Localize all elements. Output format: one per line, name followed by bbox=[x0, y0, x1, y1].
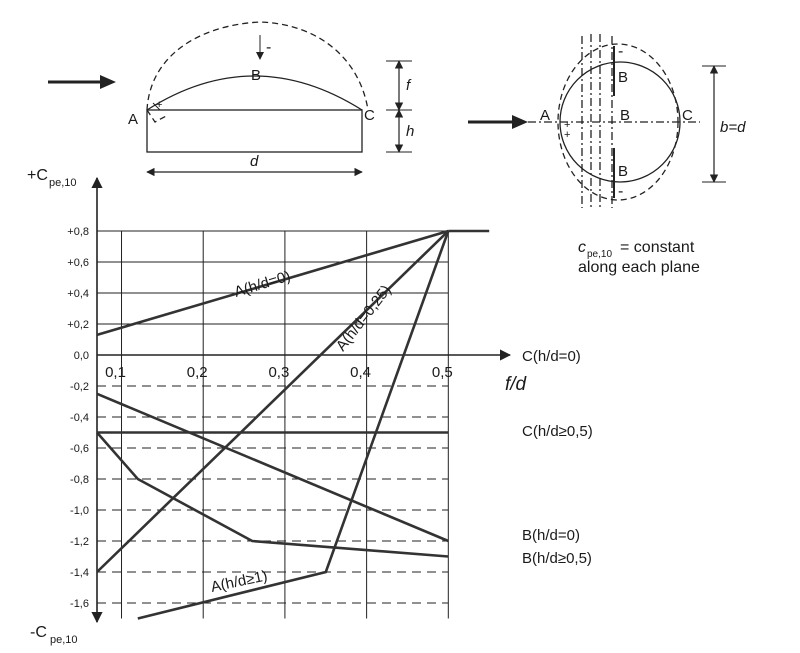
label-c-h0: C(h/d=0) bbox=[522, 348, 581, 365]
plan-label-a: A bbox=[540, 107, 550, 124]
plan-label-b: B bbox=[620, 107, 630, 124]
dome-label-h: h bbox=[406, 123, 414, 140]
y-tick-label: -0,6 bbox=[70, 443, 89, 455]
label-b-h0: B(h/d=0) bbox=[522, 527, 580, 544]
y-bottom-sub: pe,10 bbox=[50, 634, 78, 646]
note-line2: along each plane bbox=[578, 259, 700, 276]
y-tick-label: +0,6 bbox=[67, 257, 89, 269]
y-tick-label: -1,6 bbox=[70, 598, 89, 610]
note-symbol: c bbox=[578, 239, 586, 256]
y-tick-label: -1,0 bbox=[70, 505, 89, 517]
note-sub: pe,10 bbox=[587, 249, 612, 260]
constant-note: c pe,10 = constant along each plane bbox=[578, 239, 700, 276]
x-tick-label: 0,4 bbox=[350, 364, 371, 381]
y-axis-bottom-label: -C pe,10 bbox=[30, 624, 78, 646]
dome-arc bbox=[146, 75, 363, 111]
dome-label-b: B bbox=[251, 67, 261, 84]
y-tick-label: 0,0 bbox=[74, 350, 89, 362]
x-tick-label: 0,5 bbox=[432, 364, 453, 381]
label-c-h05: C(h/d≥0,5) bbox=[522, 423, 593, 440]
plan-plus-2: + bbox=[564, 129, 570, 141]
tick-labels: +0,8 +0,6 +0,4 +0,2 0,0 -0,2 -0,4 -0,6 -0,8 -1,0 -… bbox=[67, 226, 452, 610]
label-a-h0: A(h/d=0) bbox=[232, 268, 292, 301]
series-line-5 bbox=[96, 392, 449, 543]
dome-label-d: d bbox=[250, 153, 259, 170]
grid bbox=[97, 230, 449, 619]
plan-pressure-ellipse bbox=[557, 43, 679, 201]
y-tick-label: +0,4 bbox=[67, 288, 89, 300]
y-tick-label: +0,2 bbox=[67, 319, 89, 331]
x-axis-label: f/d bbox=[505, 374, 528, 395]
y-top-sub: pe,10 bbox=[49, 177, 77, 189]
note-line1: = constant bbox=[620, 239, 695, 256]
plan-label-b-bottom: B bbox=[618, 163, 628, 180]
y-top-symbol: +C bbox=[27, 167, 48, 184]
dome-minus: - bbox=[266, 39, 271, 56]
dome-label-a: A bbox=[128, 111, 138, 128]
dome-base-rect bbox=[146, 109, 363, 153]
y-tick-label: -0,8 bbox=[70, 474, 89, 486]
dome-pressure-curve bbox=[146, 21, 369, 111]
series-line-2 bbox=[137, 230, 450, 620]
plan-minus-top: - bbox=[618, 43, 623, 60]
y-axis-top-label: +C pe,10 bbox=[27, 167, 77, 189]
y-tick-label: -0,2 bbox=[70, 381, 89, 393]
series-line-0 bbox=[96, 229, 449, 337]
series-line-1 bbox=[96, 230, 450, 573]
y-tick-label: -0,4 bbox=[70, 412, 89, 424]
dome-elevation: - + B A C d f h bbox=[48, 21, 414, 177]
plan-label-b-top: B bbox=[618, 69, 628, 86]
plan-minus-bottom: - bbox=[618, 183, 623, 200]
plan-plus-1: + bbox=[564, 119, 570, 131]
y-tick-label: -1,4 bbox=[70, 567, 89, 579]
x-tick-label: 0,1 bbox=[105, 364, 126, 381]
y-tick-label: +0,8 bbox=[67, 226, 89, 238]
dome-label-f: f bbox=[406, 77, 412, 94]
y-bottom-symbol: -C bbox=[30, 624, 47, 641]
series-lines bbox=[96, 229, 490, 620]
dome-plus: + bbox=[156, 99, 162, 111]
plan-circle bbox=[559, 61, 681, 183]
x-tick-label: 0,2 bbox=[187, 364, 208, 381]
label-b-h05: B(h/d≥0,5) bbox=[522, 550, 592, 567]
plan-label-c: C bbox=[682, 107, 693, 124]
chart: +0,8 +0,6 +0,4 +0,2 0,0 -0,2 -0,4 -0,6 -0,8 -1,0 -… bbox=[27, 167, 593, 646]
dome-label-c: C bbox=[364, 107, 375, 124]
y-tick-label: -1,2 bbox=[70, 536, 89, 548]
plan-label-bd: b=d bbox=[720, 119, 746, 136]
series-line-6 bbox=[96, 431, 449, 558]
x-tick-label: 0,3 bbox=[268, 364, 289, 381]
dome-plan: - - + + B B B A C b=d bbox=[468, 34, 746, 210]
